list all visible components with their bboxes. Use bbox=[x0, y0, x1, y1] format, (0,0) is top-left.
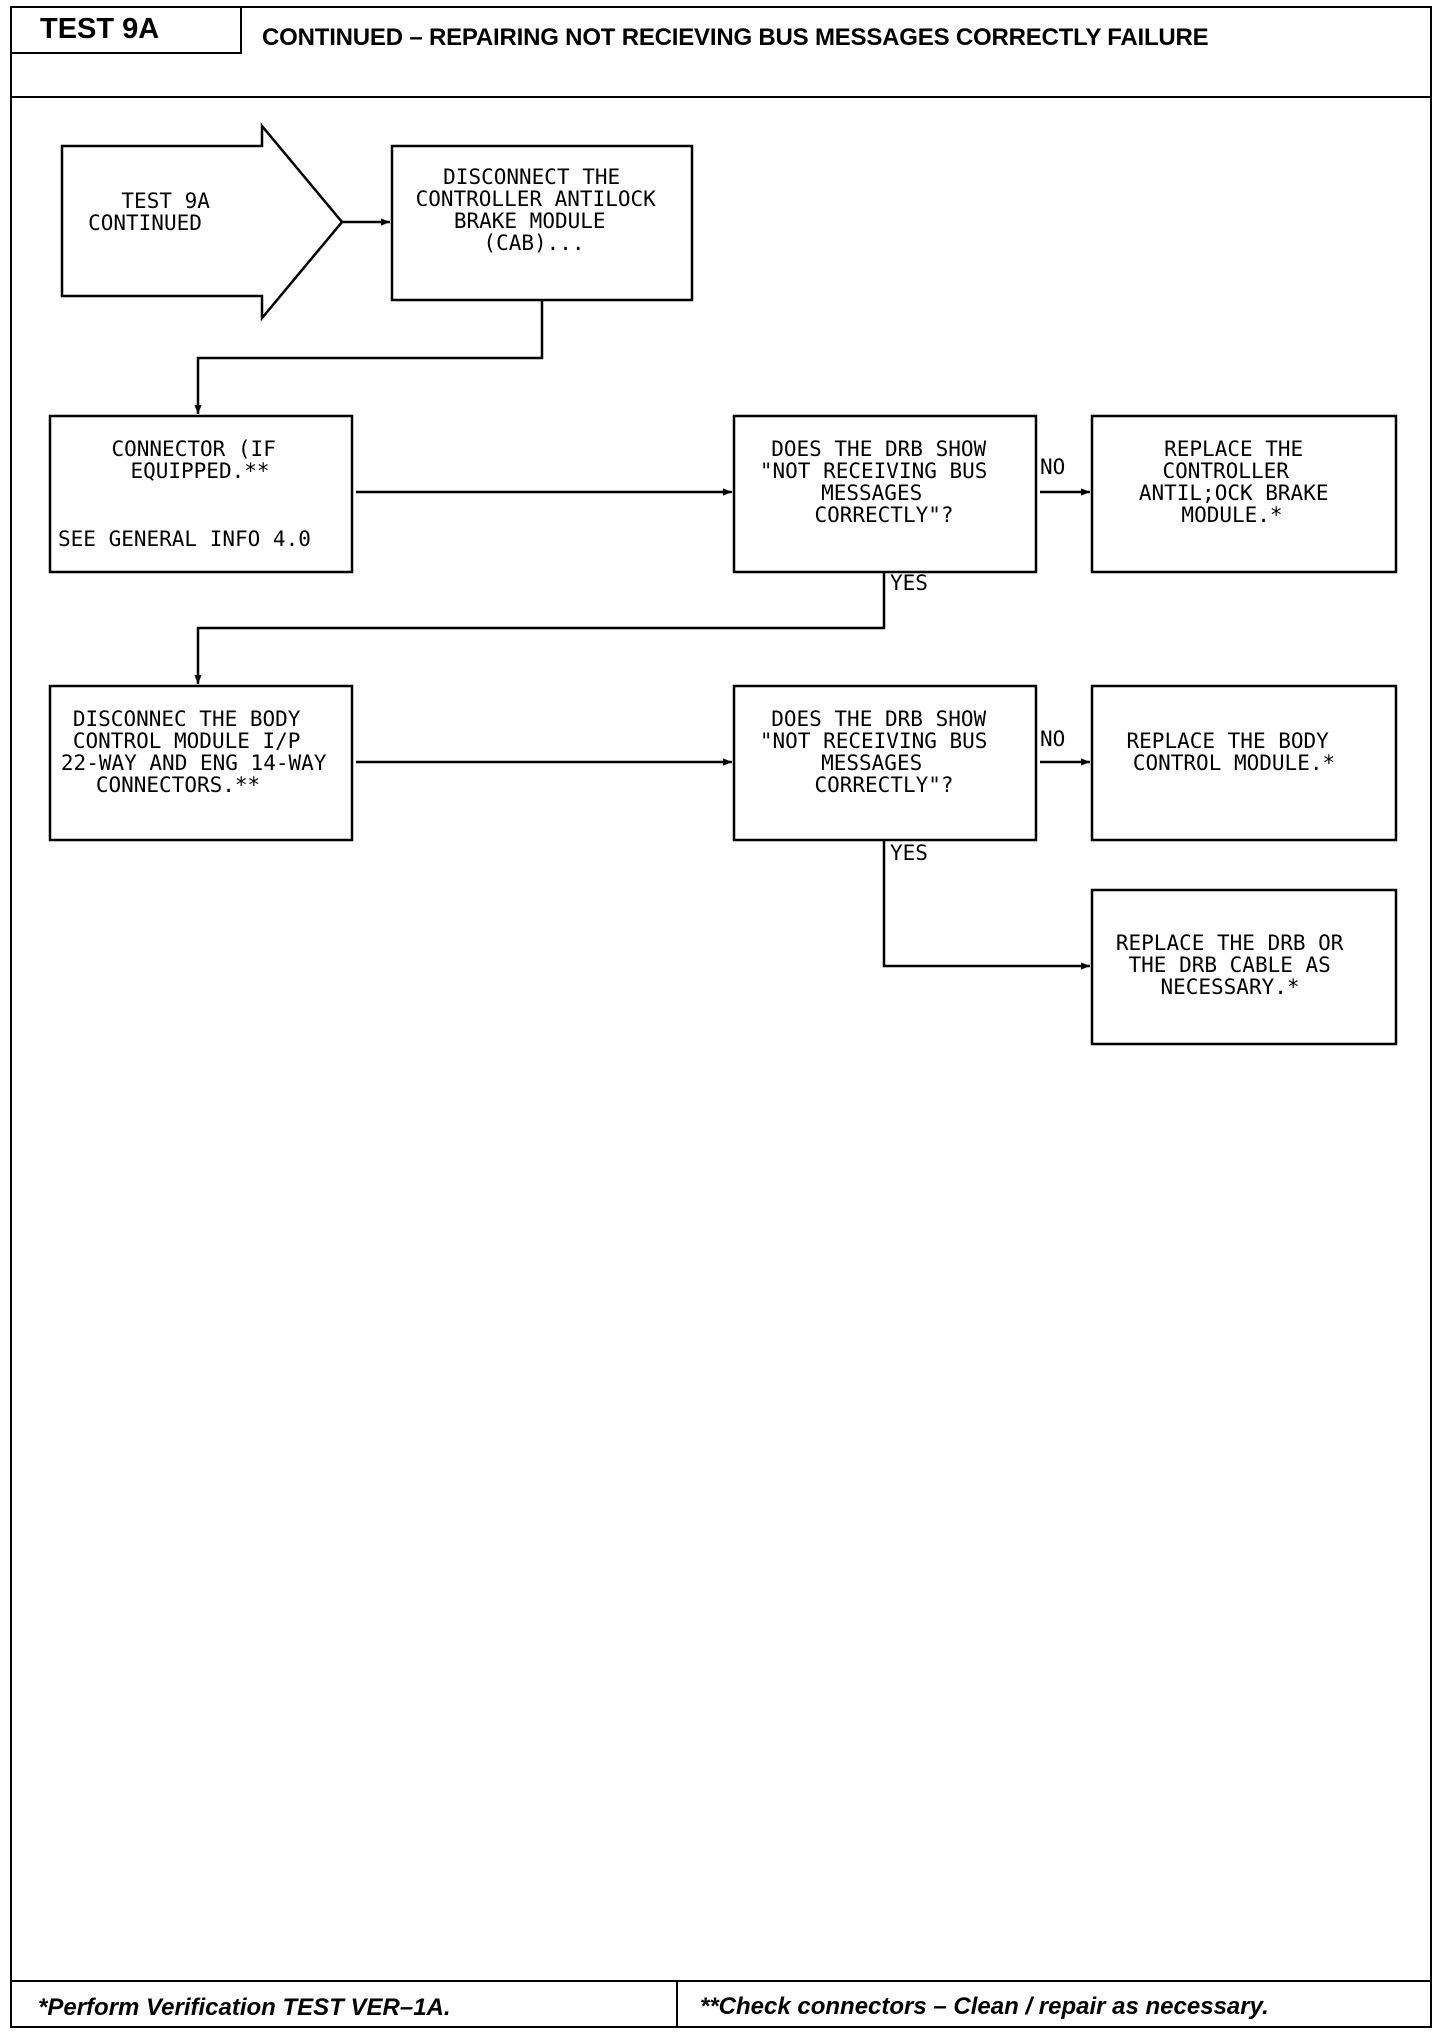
page-frame bbox=[10, 6, 1432, 2028]
step-disconnect-bcm-line-3: 22-WAY AND ENG 14-WAY bbox=[61, 751, 327, 775]
svg-text:DOES THE DRB SHOW "NOT R: DOES THE DRB SHOW "NOT RECEIVING BUS MES… bbox=[760, 707, 1000, 797]
step-disconnect-cab-line-2: CONTROLLER ANTILOCK bbox=[416, 187, 657, 211]
step-connector-line-2: EQUIPPED.** bbox=[130, 459, 269, 483]
start-line-2: CONTINUED bbox=[88, 211, 202, 235]
label-yes-2: YES bbox=[890, 841, 928, 865]
connector-question-2-yes bbox=[882, 840, 1090, 970]
test-id: TEST 9A bbox=[10, 6, 242, 54]
replace-bcm: REPLACE THE BODY CONTROL MODULE.* bbox=[1090, 684, 1398, 842]
connector-cab-to-connector bbox=[194, 300, 544, 414]
step-disconnect-bcm-line-2: CONTROL MODULE I/P bbox=[73, 729, 301, 753]
connector-question-1-yes bbox=[194, 572, 886, 684]
svg-text:DISCONNEC THE BODY CONTR: DISCONNEC THE BODY CONTROL MODULE I/P 22… bbox=[61, 707, 339, 797]
connectors bbox=[194, 218, 1090, 970]
question-1: DOES THE DRB SHOW "NOT RECEIVING BUS MES… bbox=[732, 414, 1038, 574]
page-title: CONTINUED – REPAIRING NOT RECIEVING BUS … bbox=[262, 24, 1209, 51]
svg-text:TEST 9A CONTINUED: TEST 9A CONTINUED bbox=[88, 189, 222, 235]
header: TEST 9A CONTINUED – REPAIRING NOT RECIEV… bbox=[10, 6, 1432, 98]
svg-text:REPLACE THE CONTROLLER: REPLACE THE CONTROLLER ANTIL;OCK BRAKE M… bbox=[1139, 437, 1341, 527]
replace-bcm-line-2: CONTROL MODULE.* bbox=[1133, 751, 1335, 775]
footer-connector-note: **Check connectors – Clean / repair as n… bbox=[700, 1993, 1269, 2020]
question-2-line-1: DOES THE DRB SHOW bbox=[771, 707, 986, 731]
replace-drb-line-1: REPLACE THE DRB OR bbox=[1116, 931, 1344, 955]
svg-text:REPLACE THE DRB OR THE D: REPLACE THE DRB OR THE DRB CABLE AS NECE… bbox=[1116, 931, 1356, 999]
svg-text:REPLACE THE BODY CONTROL: REPLACE THE BODY CONTROL MODULE.* bbox=[1127, 729, 1342, 775]
svg-text:DISCONNECT THE CONTROLLE: DISCONNECT THE CONTROLLER ANTILOCK BRAKE… bbox=[416, 165, 669, 255]
replace-bcm-line-1: REPLACE THE BODY bbox=[1127, 729, 1330, 753]
label-no-1: NO bbox=[1040, 455, 1065, 479]
footer: *Perform Verification TEST VER–1A. **Che… bbox=[10, 1980, 1432, 2028]
replace-drb: REPLACE THE DRB OR THE DRB CABLE AS NECE… bbox=[1090, 888, 1398, 1046]
question-2-line-3: MESSAGES bbox=[821, 751, 922, 775]
replace-cab-line-4: MODULE.* bbox=[1181, 503, 1282, 527]
question-1-line-2: "NOT RECEIVING BUS bbox=[760, 459, 988, 483]
step-disconnect-bcm-line-1: DISCONNEC THE BODY bbox=[73, 707, 301, 731]
question-2: DOES THE DRB SHOW "NOT RECEIVING BUS MES… bbox=[732, 684, 1038, 842]
step-disconnect-bcm-line-4: CONNECTORS.** bbox=[96, 773, 260, 797]
replace-cab-line-1: REPLACE THE bbox=[1164, 437, 1303, 461]
step-disconnect-bcm: DISCONNEC THE BODY CONTROL MODULE I/P 22… bbox=[48, 684, 354, 842]
question-2-line-4: CORRECTLY"? bbox=[814, 773, 953, 797]
question-1-line-1: DOES THE DRB SHOW bbox=[771, 437, 986, 461]
replace-cab-line-3: ANTIL;OCK BRAKE bbox=[1139, 481, 1329, 505]
step-disconnect-cab-line-4: (CAB)... bbox=[483, 231, 584, 255]
svg-text:CONNECTOR (IF EQUIPPED.*: CONNECTOR (IF EQUIPPED.** bbox=[111, 437, 288, 483]
svg-text:DOES THE DRB SHOW "NOT R: DOES THE DRB SHOW "NOT RECEIVING BUS MES… bbox=[760, 437, 1000, 527]
replace-drb-line-2: THE DRB CABLE AS bbox=[1129, 953, 1331, 977]
replace-cab-line-2: CONTROLLER bbox=[1162, 459, 1289, 483]
step-disconnect-cab-line-3: BRAKE MODULE bbox=[454, 209, 606, 233]
label-no-2: NO bbox=[1040, 727, 1065, 751]
replace-drb-line-3: NECESSARY.* bbox=[1160, 975, 1299, 999]
step-disconnect-cab-line-1: DISCONNECT THE bbox=[443, 165, 620, 189]
question-1-line-3: MESSAGES bbox=[821, 481, 922, 505]
start-line-1: TEST 9A bbox=[121, 189, 210, 213]
start-arrow: TEST 9A CONTINUED bbox=[60, 122, 344, 322]
footer-verification-note: *Perform Verification TEST VER–1A. bbox=[10, 1982, 678, 2028]
step-disconnect-cab: DISCONNECT THE CONTROLLER ANTILOCK BRAKE… bbox=[390, 144, 694, 302]
replace-cab: REPLACE THE CONTROLLER ANTIL;OCK BRAKE M… bbox=[1090, 414, 1398, 574]
question-1-line-4: CORRECTLY"? bbox=[814, 503, 953, 527]
step-connector-note: SEE GENERAL INFO 4.0 bbox=[58, 527, 311, 551]
step-connector: CONNECTOR (IF EQUIPPED.** SEE GENERAL IN… bbox=[48, 414, 354, 574]
label-yes-1: YES bbox=[890, 571, 928, 595]
question-2-line-2: "NOT RECEIVING BUS bbox=[760, 729, 988, 753]
step-connector-line-1: CONNECTOR (IF bbox=[111, 437, 275, 461]
